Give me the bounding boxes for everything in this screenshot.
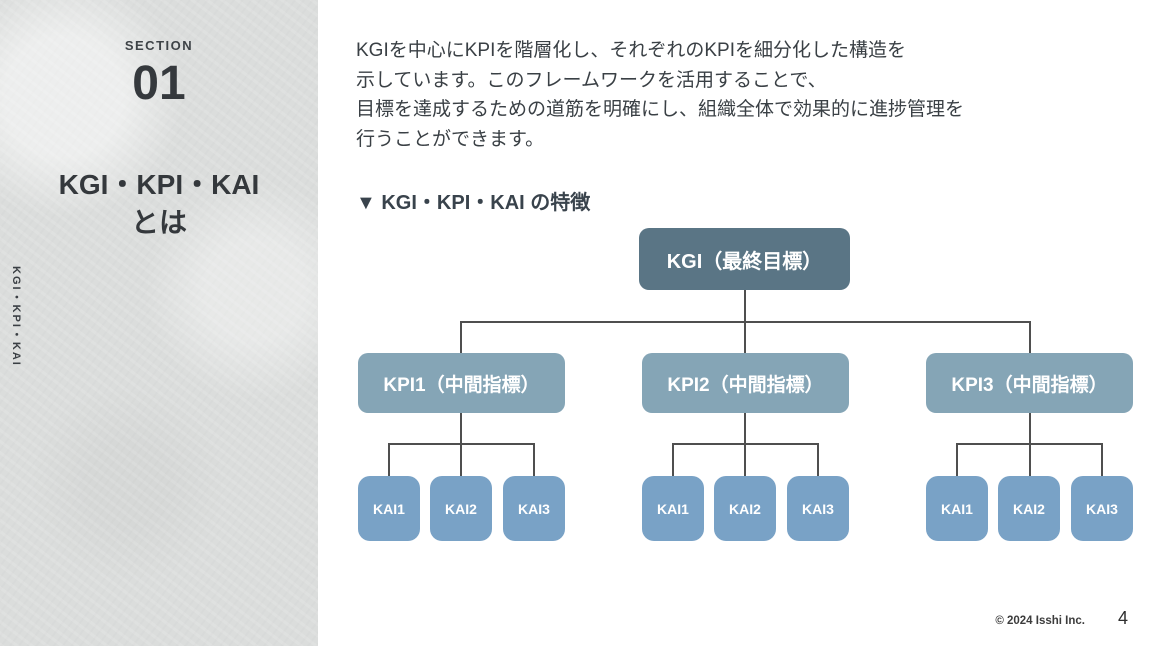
description-line: KGIを中心にKPIを階層化し、それぞれのKPIを細分化した構造を — [356, 40, 906, 61]
sidebar-title: KGI・KPI・KAI とは — [0, 166, 318, 242]
kai-node: KAI1 — [926, 476, 988, 541]
kai-node: KAI2 — [430, 476, 492, 541]
connector-line — [460, 321, 462, 353]
sidebar-title-line2: とは — [130, 207, 187, 238]
page-number: 4 — [1117, 608, 1128, 628]
connector-line — [1101, 443, 1103, 476]
diagram-heading: ▼ KGI・KPI・KAI の特徴 — [356, 192, 591, 214]
connector-line — [460, 321, 1031, 323]
kai-node: KAI1 — [642, 476, 704, 541]
connector-line — [956, 443, 1103, 445]
kai-node: KAI2 — [714, 476, 776, 541]
sidebar-vertical-label: KGI・KPI・KAI — [10, 266, 22, 367]
section-label: SECTION — [124, 38, 194, 53]
copyright-text: © 2024 Isshi Inc. — [995, 615, 1085, 627]
kai-node: KAI2 — [998, 476, 1060, 541]
description-paragraph: KGIを中心にKPIを階層化し、それぞれのKPIを細分化した構造を 示しています… — [356, 36, 1116, 154]
kpi2-node: KPI2（中間指標） — [642, 353, 849, 413]
sidebar: SECTION 01 KGI・KPI・KAI とは KGI・KPI・KAI — [0, 0, 318, 646]
connector-line — [388, 443, 390, 476]
connector-line — [817, 443, 819, 476]
connector-line — [956, 443, 958, 476]
description-line: 示しています。このフレームワークを活用することで、 — [356, 69, 827, 91]
description-line: 行うことができます。 — [356, 128, 545, 150]
sidebar-title-line1: KGI・KPI・KAI — [58, 169, 260, 200]
kai-node: KAI3 — [1071, 476, 1133, 541]
kai-node: KAI1 — [358, 476, 420, 541]
connector-line — [672, 443, 819, 445]
connector-line — [388, 443, 535, 445]
description-line: 目標を達成するための道筋を明確にし、組織全体で効果的に進捗管理を — [356, 99, 965, 120]
section-number: 01 — [132, 57, 186, 110]
connector-line — [1029, 321, 1031, 353]
kai-node: KAI3 — [503, 476, 565, 541]
kai-node: KAI3 — [787, 476, 849, 541]
connector-line — [672, 443, 674, 476]
kpi1-node: KPI1（中間指標） — [358, 353, 565, 413]
connector-line — [533, 443, 535, 476]
kgi-node: KGI（最終目標） — [639, 228, 850, 290]
kpi3-node: KPI3（中間指標） — [926, 353, 1133, 413]
